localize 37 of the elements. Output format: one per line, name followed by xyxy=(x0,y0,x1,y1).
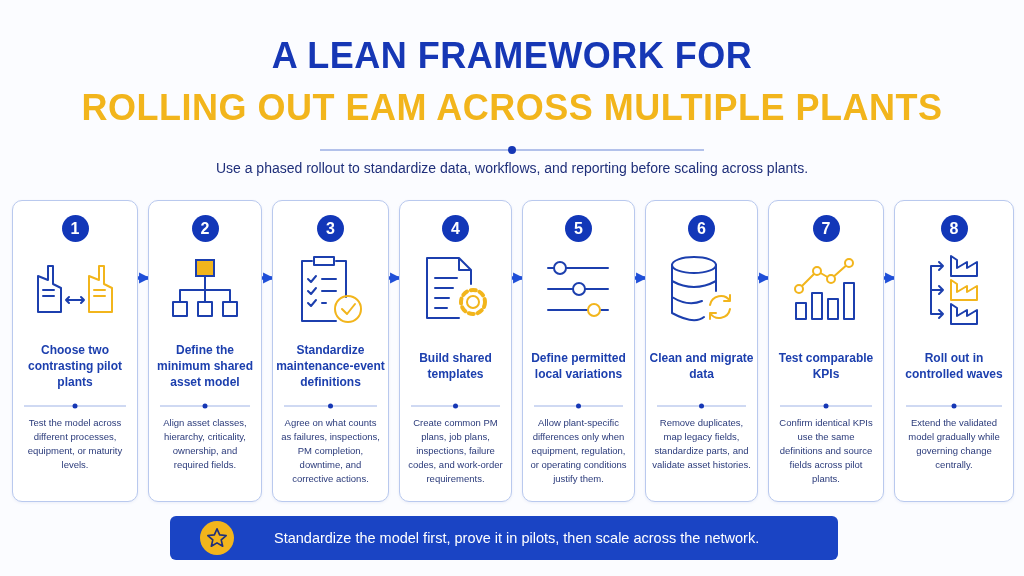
step-description: Allow plant-specific differences only when equipment, regulation, or operating conditions justify them. xyxy=(529,416,628,486)
step-number: 4 xyxy=(442,215,469,242)
step-description: Agree on what counts as failures, inspections, PM completion, downtime, and corrective actions. xyxy=(280,416,381,486)
step-number: 6 xyxy=(688,215,715,242)
step-card xyxy=(399,200,512,502)
step-number: 1 xyxy=(61,215,89,242)
title: ROLLING OUT EAM ACROSS MULTIPLE PLANTS xyxy=(80,86,944,130)
summary-banner xyxy=(170,516,838,560)
step-description: Extend the validated model gradually while governing change centrally. xyxy=(907,416,1001,472)
title: A LEAN FRAMEWORK FOR xyxy=(270,34,754,78)
step-title: Roll out in controlled waves xyxy=(904,350,1004,382)
step-card xyxy=(522,200,635,502)
step-title: Choose two contrasting pilot plants xyxy=(27,342,123,390)
step-title: Build shared templates xyxy=(418,350,493,382)
step-card xyxy=(768,200,884,502)
step-title: Clean and migrate data xyxy=(648,350,755,382)
step-card xyxy=(12,200,138,502)
step-description: Confirm identical KPIs use the same definitions and source fields across pilot plants. xyxy=(778,416,874,486)
step-card xyxy=(272,200,389,502)
step-description: Test the model across different processes, equipment, or maturity levels. xyxy=(26,416,124,472)
summary-text: Standardize the model first, prove it in pilots, then scale across the network. xyxy=(274,530,760,546)
step-number: 3 xyxy=(317,215,344,242)
step-card xyxy=(645,200,758,502)
step-title: Define permitted local variations xyxy=(530,350,627,382)
step-number: 2 xyxy=(191,215,219,242)
step-description: Create common PM plans, job plans, inspections, failure codes, and work-order requirements. xyxy=(407,416,504,486)
step-title: Standardize maintenance-event definitions xyxy=(275,342,386,390)
step-number: 5 xyxy=(565,215,592,242)
subtitle: Use a phased rollout to standardize data, workflows, and reporting before scaling across plants. xyxy=(214,160,810,176)
step-title: Define the minimum shared asset model xyxy=(156,342,254,390)
step-title: Test comparable KPIs xyxy=(777,350,875,382)
step-card xyxy=(148,200,262,502)
step-number: 8 xyxy=(940,215,968,242)
step-description: Remove duplicates, map legacy fields, standardize parts, and validate asset histories. xyxy=(651,416,752,472)
step-number: 7 xyxy=(812,215,840,242)
step-description: Align asset classes, hierarchy, criticality, ownership, and required fields. xyxy=(162,416,248,472)
step-card xyxy=(894,200,1014,502)
